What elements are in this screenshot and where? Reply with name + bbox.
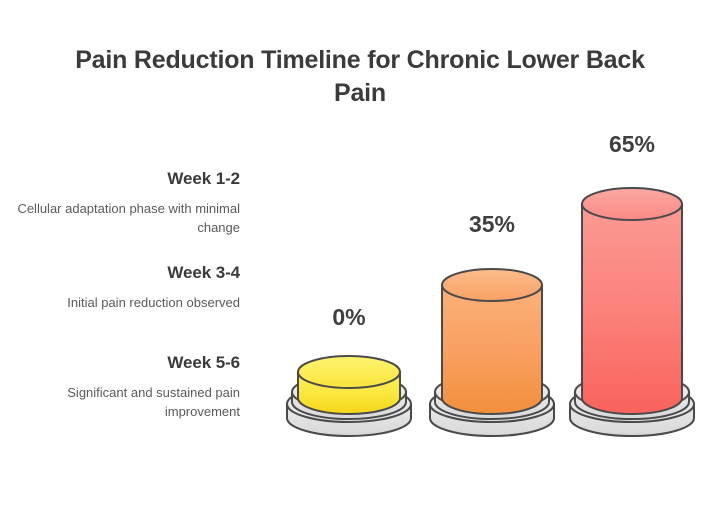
legend-heading-week-1-2: Week 1-2: [167, 169, 240, 188]
cylinder-body-week-3-4: [441, 268, 543, 415]
cylinder-cap-week-1-2: [297, 355, 401, 389]
legend-description-week-5-6: Significant and sustained pain improveme…: [67, 385, 240, 420]
cylinder-cap-week-3-4: [441, 268, 543, 302]
page-title: Pain Reduction Timeline for Chronic Lowe…: [75, 46, 645, 107]
value-label-week-1-2: 0%: [332, 304, 366, 330]
legend-item-week-1-2: Week 1-2 Cellular adaptation phase with …: [0, 168, 240, 238]
cylinder-week-1-2: [286, 355, 412, 437]
cylinder-week-5-6: [569, 187, 695, 437]
cylinder-body-week-5-6: [581, 187, 683, 415]
legend-description-week-3-4: Initial pain reduction observed: [67, 294, 240, 310]
value-label-week-5-6: 65%: [608, 131, 656, 157]
legend-item-week-5-6: Week 5-6 Significant and sustained pain …: [0, 352, 240, 422]
legend-column: Week 1-2 Cellular adaptation phase with …: [0, 168, 240, 422]
cylinder-cap-week-5-6: [581, 187, 683, 221]
cylinder-week-3-4: [429, 268, 555, 437]
value-label-week-3-4: 35%: [468, 211, 516, 237]
cylinder-body-week-1-2: [297, 355, 401, 415]
legend-heading-week-3-4: Week 3-4: [167, 262, 240, 282]
legend-heading-week-5-6: Week 5-6: [167, 353, 240, 373]
legend-item-week-3-4: Week 3-4 Initial pain reduction observed: [0, 262, 240, 313]
legend-description-week-1-2: Cellular adaptation phase with minimal c…: [17, 200, 240, 235]
